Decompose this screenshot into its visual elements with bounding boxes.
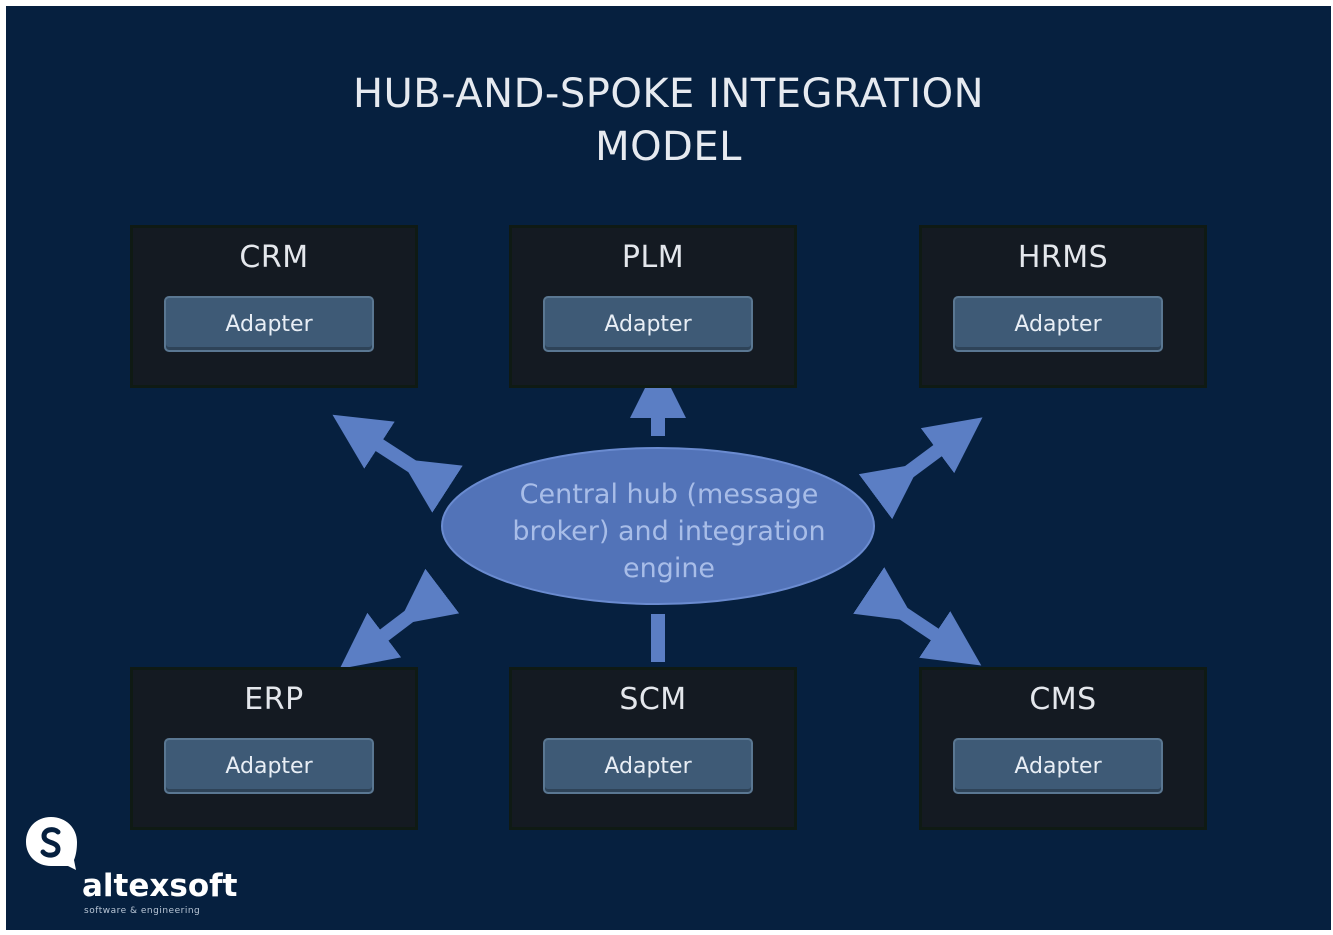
adapter-box: Adapter: [164, 296, 374, 352]
adapter-label: Adapter: [604, 311, 692, 337]
diagram-title-line-1: HUB-AND-SPOKE INTEGRATION: [352, 71, 985, 117]
system-name: ERP: [244, 682, 304, 717]
system-name: CRM: [239, 240, 309, 275]
diagram-title-line-2: MODEL: [595, 124, 742, 170]
system-name: HRMS: [1017, 240, 1109, 275]
arrow-hub-erp: [339, 568, 460, 669]
logo-wordmark: altexsoft: [82, 868, 238, 904]
system-name: PLM: [621, 240, 685, 275]
adapter-box: Adapter: [543, 738, 753, 794]
adapter-box: Adapter: [953, 738, 1163, 794]
central-hub-ellipse: [441, 447, 875, 605]
system-box-plm: PLM Adapter: [512, 228, 794, 385]
altexsoft-logo-icon: [26, 817, 77, 870]
adapter-box: Adapter: [953, 296, 1163, 352]
hub-label-line-3: engine: [622, 553, 716, 584]
adapter-label: Adapter: [1014, 311, 1102, 337]
adapter-label: Adapter: [1014, 753, 1102, 779]
system-name: SCM: [619, 682, 687, 717]
diagram-canvas: HUB-AND-SPOKE INTEGRATION MODEL Central …: [6, 6, 1331, 930]
system-box-erp: ERP Adapter: [133, 670, 415, 827]
hub-label-line-2: broker) and integration: [512, 516, 826, 547]
adapter-box: Adapter: [543, 296, 753, 352]
arrow-hub-crm: [332, 414, 463, 513]
adapter-box: Adapter: [164, 738, 374, 794]
adapter-label: Adapter: [604, 753, 692, 779]
arrow-hub-hrms: [858, 417, 983, 520]
adapter-label: Adapter: [225, 311, 313, 337]
system-box-cms: CMS Adapter: [922, 670, 1204, 827]
system-box-hrms: HRMS Adapter: [922, 228, 1204, 385]
central-hub-label: Central hub (message broker) and integra…: [484, 476, 854, 587]
hub-label-line-1: Central hub (message: [519, 479, 819, 510]
system-name: CMS: [1029, 682, 1097, 717]
system-box-crm: CRM Adapter: [133, 228, 415, 385]
system-box-scm: SCM Adapter: [512, 670, 794, 827]
arrow-hub-cms: [853, 567, 982, 666]
adapter-label: Adapter: [225, 753, 313, 779]
hub-and-arrows: [332, 362, 983, 669]
logo-tagline: software & engineering: [84, 906, 201, 916]
